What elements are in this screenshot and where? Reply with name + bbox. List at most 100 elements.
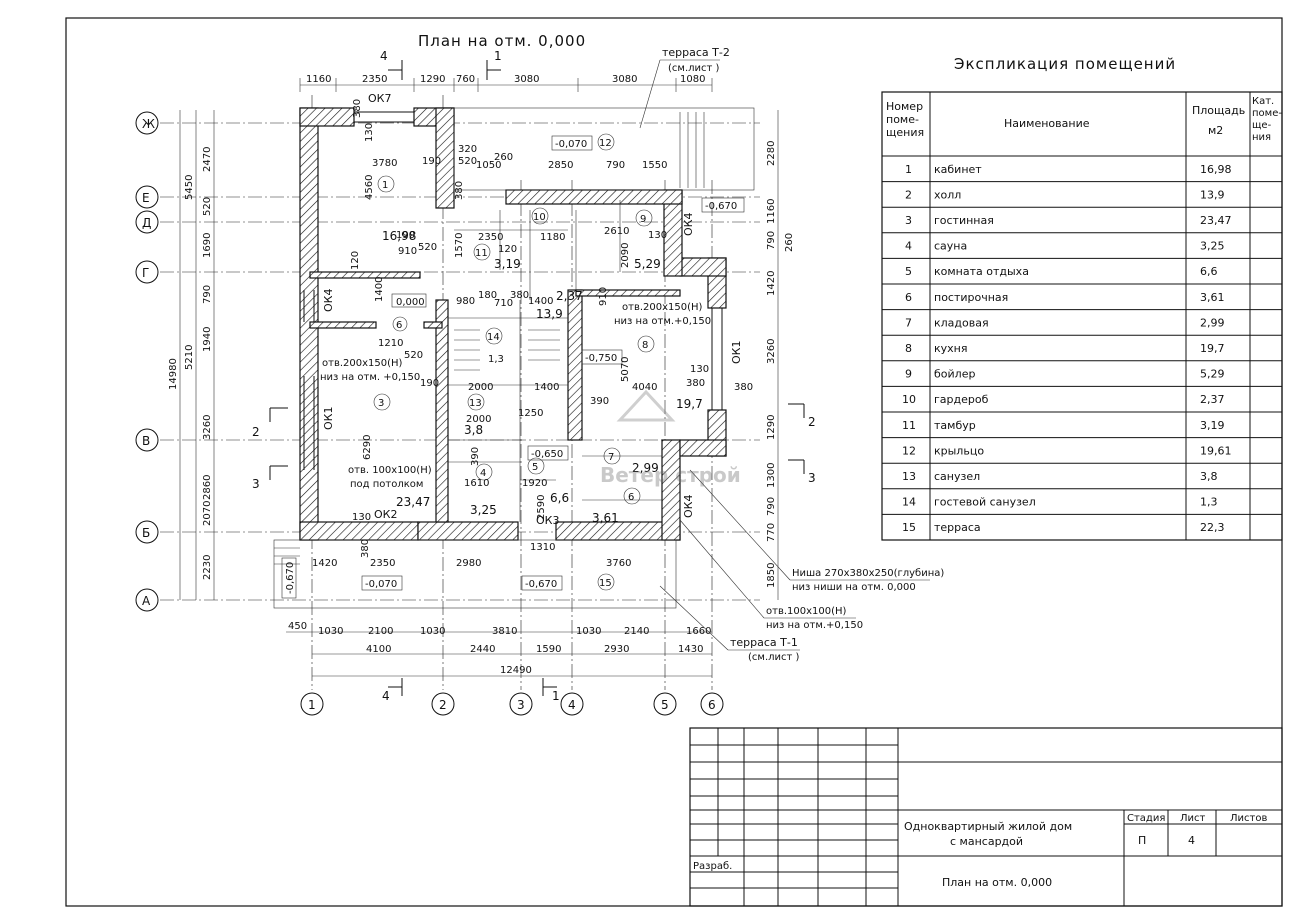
table-row-number: 3	[905, 214, 912, 227]
sheet-value: 4	[1188, 834, 1195, 847]
dim-text: 130	[648, 230, 667, 241]
table-row-area: 3,8	[1200, 470, 1218, 483]
level-marks: -0,070 0,000 -0,670 -0,670 -0,070 -0,670…	[281, 135, 745, 599]
dim-text: 790	[766, 231, 777, 250]
tag-ok2: ОК2	[374, 508, 397, 521]
room-markers: 1 6 3 4 5 6 7 8 9 10 11 12 13 14 15	[373, 133, 655, 591]
dim-text: 380	[360, 539, 371, 558]
section-3-left: 3	[252, 477, 260, 491]
table-row-area: 19,61	[1200, 444, 1232, 457]
level-mark: -0,670	[525, 579, 557, 590]
dim-text: 1690	[202, 233, 213, 258]
table-row-name: бойлер	[934, 368, 975, 381]
table-row-number: 6	[905, 291, 912, 304]
drawing-name: План на отм. 0,000	[942, 876, 1052, 889]
axis-label: 6	[708, 698, 716, 712]
room-area: 6,6	[550, 491, 569, 505]
dim-text: 5210	[184, 345, 195, 370]
element-tags: ОК7 ОК4 ОК4 ОК1 ОК1 ОК2 ОК3 ОК4	[322, 92, 743, 527]
table-row-name: терраса	[934, 521, 981, 534]
vent-note: отв.200х150(Н)	[622, 302, 703, 313]
room-area: 19,7	[676, 397, 703, 411]
room-area: 5,29	[634, 257, 661, 271]
dim-text: 1180	[540, 232, 565, 243]
dim-text: 130	[364, 123, 375, 142]
level-mark: -0,670	[705, 201, 737, 212]
vent-note-sub: низ на отм.+0,150	[766, 620, 863, 631]
vent-note: отв.200х150(Н)	[322, 358, 403, 369]
table-row-number: 10	[902, 393, 916, 406]
room-number: 11	[475, 248, 488, 259]
dimension-chain-left: 2470 520 1690 790 1940 3260 2860 2070 22…	[168, 110, 215, 600]
dim-text: 450	[288, 621, 307, 632]
table-row-number: 2	[905, 188, 912, 201]
dim-text: 1210	[378, 338, 403, 349]
axis-bubbles-numbers: 1 2 3 4 5 6	[300, 692, 724, 716]
dim-text: 6290	[362, 435, 373, 460]
room-number: 1	[382, 180, 388, 191]
room-number: 13	[469, 398, 482, 409]
tag-ok1: ОК1	[322, 407, 335, 430]
table-row-name: сауна	[934, 240, 967, 253]
dim-text: 190	[396, 230, 415, 241]
dim-text: 4560	[364, 175, 375, 200]
table-row-number: 14	[902, 496, 916, 509]
header-category: Кат.поме-ще-ния	[1252, 96, 1282, 143]
axis-label: А	[142, 594, 151, 608]
table-row-area: 3,19	[1200, 419, 1225, 432]
section-3-right: 3	[808, 471, 816, 485]
table-row-number: 13	[902, 470, 916, 483]
dim-text: 1250	[518, 408, 543, 419]
dim-text: 1160	[306, 74, 331, 85]
dim-text: 2610	[604, 226, 629, 237]
section-1-top: 1	[494, 49, 502, 63]
dim-text: 2000	[466, 414, 491, 425]
table-row-number: 8	[905, 342, 912, 355]
table-row-area: 6,6	[1200, 265, 1218, 278]
table-row-area: 1,3	[1200, 496, 1218, 509]
annotations: терраса Т-2 (см.лист ) терраса Т-1 (см.л…	[320, 46, 944, 663]
dim-text: 320	[458, 144, 477, 155]
table-row-number: 11	[902, 419, 916, 432]
dim-text: 120	[350, 251, 361, 270]
dim-text: 2440	[470, 644, 495, 655]
terrace-2-label: терраса Т-2	[662, 46, 730, 59]
title-block: Одноквартирный жилой дом с мансардой Ста…	[689, 727, 1283, 907]
terrace-2-ref: (см.лист )	[668, 63, 720, 74]
dim-text: 1420	[766, 271, 777, 296]
room-number: 5	[532, 462, 538, 473]
dim-text: 1610	[464, 478, 489, 489]
room-number: 8	[642, 340, 648, 351]
dim-text: 1430	[678, 644, 703, 655]
room-area: 1,3	[488, 354, 504, 365]
room-number: 6	[396, 320, 402, 331]
room-number: 7	[608, 452, 614, 463]
dim-text: 1590	[536, 644, 561, 655]
axis-label: Е	[142, 191, 150, 205]
table-row-number: 7	[905, 316, 912, 329]
table-row-name: постирочная	[934, 291, 1008, 304]
level-mark: -0,070	[555, 139, 587, 150]
vent-note-sub: низ на отм.+0,150	[614, 316, 711, 327]
tag-ok4: ОК4	[682, 213, 695, 236]
table-row-area: 23,47	[1200, 214, 1232, 227]
level-mark: 0,000	[396, 297, 425, 308]
dim-text: 380	[734, 382, 753, 393]
project-name: Одноквартирный жилой дом	[904, 820, 1072, 833]
dim-text: 380	[686, 378, 705, 389]
dim-text: 1850	[766, 563, 777, 588]
header-name: Наименование	[1004, 117, 1090, 130]
dim-text: 5450	[184, 175, 195, 200]
dim-text: 2280	[766, 141, 777, 166]
niche-note: Ниша 270х380х250(глубина)	[792, 568, 944, 579]
dim-text: 1050	[476, 160, 501, 171]
dim-text: 2930	[604, 644, 629, 655]
room-number: 10	[533, 212, 546, 223]
dim-text: 3780	[372, 158, 397, 169]
project-name-2: с мансардой	[950, 835, 1023, 848]
table-row-name: кухня	[934, 342, 967, 355]
dim-text: 1300	[766, 463, 777, 488]
